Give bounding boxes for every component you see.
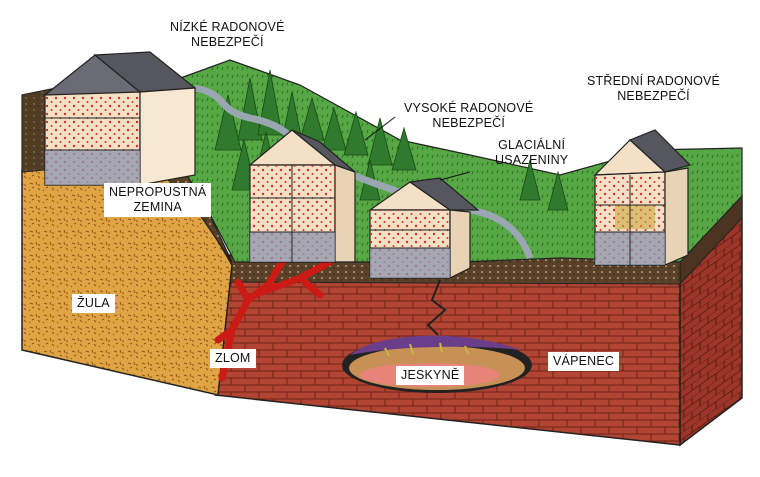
high-risk-label: VYSOKÉ RADONOVÉ NEBEZPEČÍ <box>404 101 533 131</box>
high-risk-line-2: NEBEZPEČÍ <box>432 116 506 130</box>
house-icon <box>593 129 692 266</box>
fault-label: ZLOM <box>210 349 256 368</box>
low-risk-line-2: NEBEZPEČÍ <box>190 35 264 49</box>
glacial-line-1: GLACIÁLNÍ <box>498 138 566 152</box>
high-risk-line-1: VYSOKÉ RADONOVÉ <box>404 101 534 115</box>
granite-label: ŽULA <box>72 294 115 313</box>
cave-label: JESKYNĚ <box>396 366 465 385</box>
cave-icon <box>342 335 532 393</box>
impermeable-line-2: ZEMINA <box>133 200 182 214</box>
medium-risk-label: STŘEDNÍ RADONOVÉ NEBEZPEČÍ <box>587 74 720 104</box>
glacial-label: GLACIÁLNÍ USAZENINY <box>495 138 568 168</box>
low-risk-line-1: NÍZKÉ RADONOVÉ <box>170 20 285 34</box>
impermeable-line-1: NEPROPUSTNÁ <box>109 185 207 199</box>
medium-risk-line-2: NEBEZPEČÍ <box>617 89 690 103</box>
limestone-label: VÁPENEC <box>548 352 620 371</box>
low-risk-label: NÍZKÉ RADONOVÉ NEBEZPEČÍ <box>170 20 285 50</box>
impermeable-soil-label: NEPROPUSTNÁ ZEMINA <box>104 183 212 217</box>
house-icon <box>248 129 356 263</box>
house-icon <box>43 51 197 186</box>
medium-risk-line-1: STŘEDNÍ RADONOVÉ <box>587 74 721 88</box>
house-icon <box>368 177 480 279</box>
glacial-line-2: USAZENINY <box>495 153 569 167</box>
fault-icon <box>214 246 334 382</box>
